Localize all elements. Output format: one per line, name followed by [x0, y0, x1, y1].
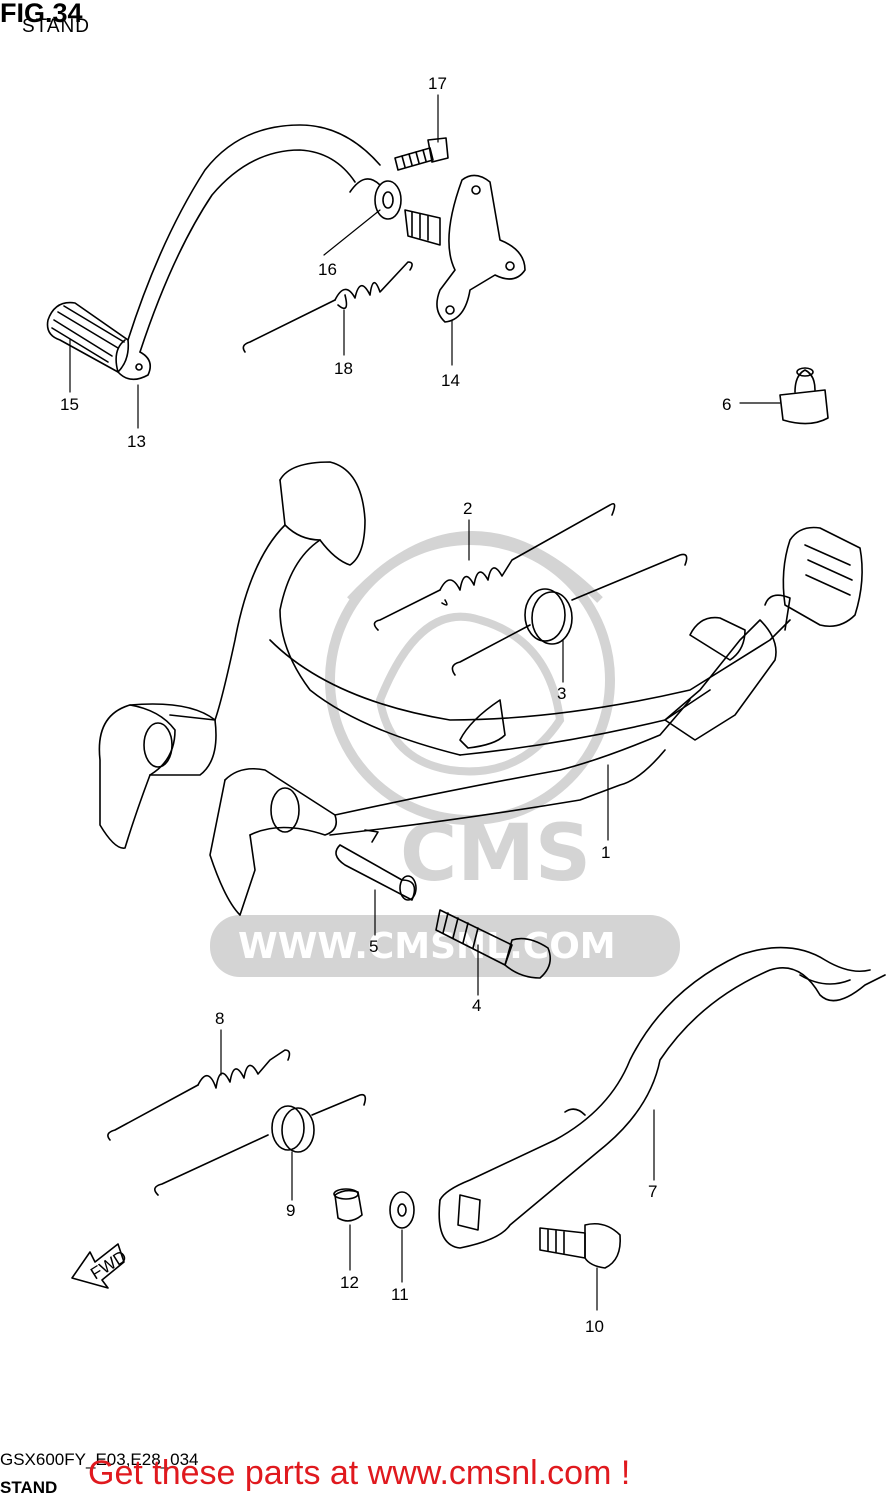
part-3-spring [451, 553, 688, 676]
callout-5: 5 [369, 937, 378, 956]
part-13-lever-arm [115, 124, 381, 381]
cta-link[interactable]: Get these parts at www.cmsnl.com ! [88, 1454, 631, 1492]
part-6-stopper [779, 367, 829, 425]
callout-3: 3 [557, 684, 566, 703]
figure-title: FIG.34 [0, 0, 83, 28]
part-14-bracket [404, 174, 526, 323]
callout-7: 7 [648, 1182, 657, 1201]
part-17-bolt [394, 137, 449, 171]
part-7-side-stand [438, 946, 886, 1249]
watermark-url: WWW.CMSNL.COM [238, 926, 616, 967]
watermark-logo-arc [347, 531, 603, 603]
callout-12: 12 [340, 1273, 359, 1292]
part-5-pin [335, 844, 417, 901]
callout-1: 1 [601, 843, 610, 862]
callout-13: 13 [127, 432, 146, 451]
callout-2: 2 [463, 499, 472, 518]
part-1-center-stand [98, 461, 791, 916]
callout-14: 14 [441, 371, 460, 390]
part-4-bolt [435, 909, 551, 979]
callout-4: 4 [472, 996, 481, 1015]
model-code: GSX600FY_E03,E28_034 [0, 1450, 199, 1469]
part-16-washer [349, 178, 402, 220]
part-11-washer [389, 1191, 415, 1229]
callout-15: 15 [60, 395, 79, 414]
callout-6: 6 [722, 395, 731, 414]
fwd-arrow-icon [71, 1243, 125, 1289]
callout-16: 16 [318, 260, 337, 279]
watermark-logo-text: CMS [400, 809, 591, 899]
footer-label: STAND [0, 1478, 58, 1497]
part-1-foot-pad [782, 526, 863, 628]
callout-11: 11 [391, 1285, 409, 1304]
part-8-spring [107, 1049, 291, 1141]
figure-subtitle: STAND [22, 16, 90, 37]
callout-10: 10 [585, 1317, 604, 1336]
part-18-spring [242, 261, 413, 353]
callout-9: 9 [286, 1201, 295, 1220]
part-10-bolt [539, 1222, 622, 1269]
callout-17: 17 [428, 74, 447, 93]
leader-lines [69, 94, 781, 1311]
watermark-url-band [210, 915, 680, 977]
part-15-pedal-rubber [46, 301, 130, 373]
callout-18: 18 [334, 359, 353, 378]
watermark-logo-ring [325, 535, 615, 825]
callout-8: 8 [215, 1009, 224, 1028]
part-9-spring [154, 1093, 367, 1196]
part-2-spring [373, 502, 616, 631]
part-12-collar [333, 1188, 363, 1222]
